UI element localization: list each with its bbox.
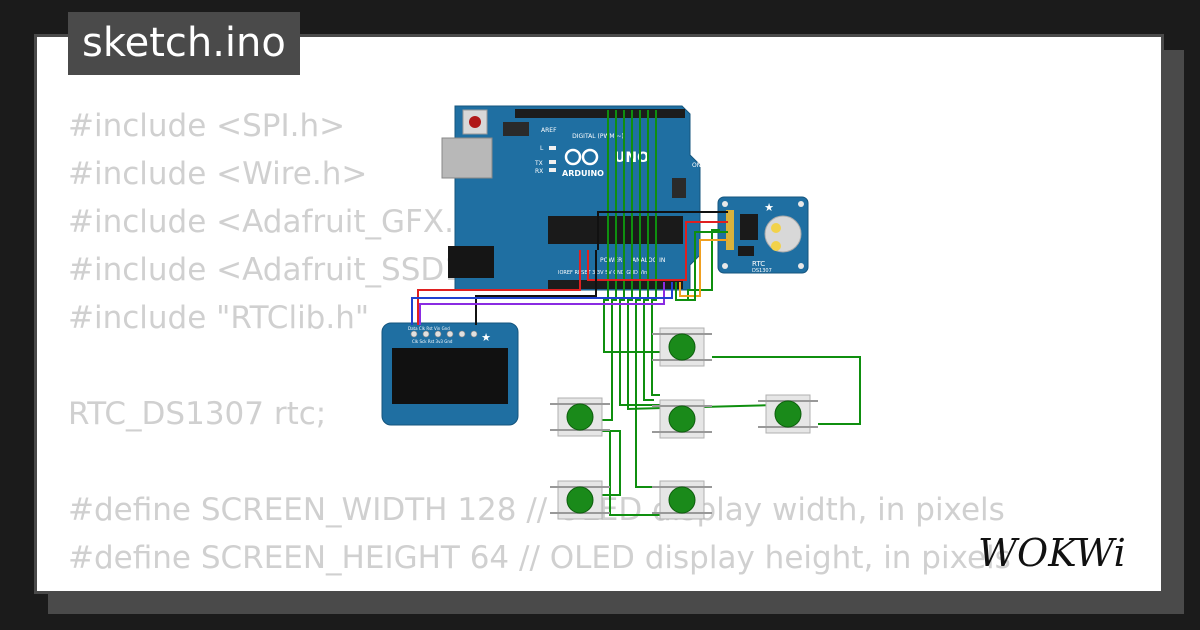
oled-bottom-pin-labels: Clk Sck Rst 3v3 Gnd — [412, 339, 453, 344]
wire-green — [712, 356, 861, 425]
adafruit-star-icon: ★ — [764, 202, 774, 214]
led-tx-label: TX — [534, 160, 543, 167]
reset-button-cap[interactable] — [469, 116, 481, 128]
wire-green — [643, 110, 654, 401]
oled-ssd1306-display[interactable]: Data Clk Rst Vin Gnd Clk Sck Rst 3v3 Gnd… — [381, 322, 519, 426]
wire-green — [603, 110, 670, 353]
icsp2-header — [672, 178, 686, 198]
rtc-label: RTC — [752, 260, 765, 268]
digital-header-label: DIGITAL (PWM ~) — [572, 133, 624, 140]
code-listing: #include <SPI.h> #include <Wire.h> #incl… — [68, 102, 1011, 582]
pushbutton[interactable] — [758, 394, 818, 434]
code-line: #define SCREEN_HEIGHT 64 // OLED display… — [68, 540, 1011, 576]
code-line: #include <Wire.h> — [68, 156, 368, 192]
board-brand-label: ARDUINO — [562, 169, 604, 178]
wire-red — [417, 250, 581, 325]
coin-cell-battery — [764, 215, 802, 253]
wokwi-logo-text: WOKWi — [978, 531, 1126, 574]
wire-green — [675, 231, 728, 301]
wire-red — [587, 221, 728, 281]
led-rx-label: RX — [535, 168, 543, 175]
aref-label: AREF — [541, 127, 557, 134]
wire-green — [619, 110, 672, 406]
rtc-chip-label: DS1307 — [752, 268, 772, 274]
wire-black — [475, 250, 597, 325]
code-line: #define SCREEN_WIDTH 128 // OLED display… — [68, 492, 1005, 528]
led-l-label: L — [540, 145, 544, 152]
code-line: #include "RTClib.h" — [68, 300, 370, 336]
wires — [411, 110, 861, 516]
power-pins-label: IOREF RESET 3.3V 5V GND GND Vin — [558, 270, 647, 276]
led-tx — [549, 160, 556, 164]
digital-header — [515, 109, 685, 118]
rtc-ds1307-module[interactable]: ★ RTC DS1307 — [717, 196, 809, 274]
wire-orange — [679, 239, 728, 297]
power-header-label: POWER — [600, 257, 622, 264]
icsp-header — [503, 122, 529, 136]
pushbutton[interactable] — [652, 399, 712, 439]
wire-green — [651, 110, 660, 396]
oled-top-pin-labels: Data Clk Rst Vin Gnd — [408, 326, 450, 331]
pushbutton[interactable] — [652, 327, 712, 367]
arduino-uno-board[interactable]: DIGITAL (PWM ~) AREF L TX RX UNO ARDUINO… — [441, 105, 701, 291]
wire-blue — [411, 282, 673, 325]
file-name-tab[interactable]: sketch.ino — [68, 12, 300, 75]
ds1307-chip — [740, 214, 758, 240]
wire-purple — [419, 282, 665, 325]
power-jack — [448, 246, 494, 278]
adafruit-star-icon: ★ — [481, 332, 491, 344]
pushbutton[interactable] — [652, 480, 712, 520]
rtc-pin-header — [726, 210, 734, 250]
code-line: #include <Adafruit_GFX.h> — [68, 204, 500, 240]
usb-port — [441, 137, 493, 179]
code-line: #include <SPI.h> — [68, 108, 346, 144]
wokwi-logo: WOKWi — [978, 531, 1126, 574]
oled-pins — [410, 330, 478, 338]
arduino-logo-icon — [564, 148, 599, 166]
crystal — [738, 246, 754, 256]
wire-green — [687, 229, 720, 300]
wire-green — [635, 110, 670, 488]
pushbutton[interactable] — [550, 397, 610, 437]
led-l — [549, 146, 556, 150]
wire-black — [597, 211, 728, 250]
led-rx — [549, 168, 556, 172]
pushbutton[interactable] — [550, 480, 610, 520]
code-line: RTC_DS1307 rtc; — [68, 396, 327, 432]
on-led-label: ON — [692, 162, 701, 169]
wire-green — [598, 430, 668, 516]
oled-screen — [392, 348, 508, 404]
